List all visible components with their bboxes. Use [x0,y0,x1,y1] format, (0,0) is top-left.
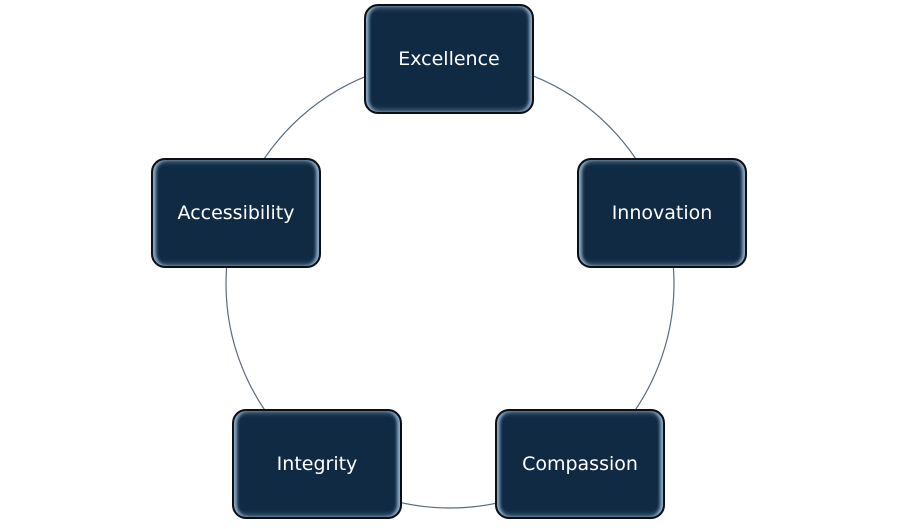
node-integrity: Integrity [232,409,402,519]
node-label: Integrity [276,453,358,475]
node-excellence: Excellence [364,4,534,114]
node-innovation: Innovation [577,158,747,268]
node-label: Accessibility [177,202,295,224]
node-label: Compassion [522,453,638,475]
node-label: Excellence [398,48,500,70]
node-accessibility: Accessibility [151,158,321,268]
node-label: Innovation [611,202,713,224]
node-compassion: Compassion [495,409,665,519]
